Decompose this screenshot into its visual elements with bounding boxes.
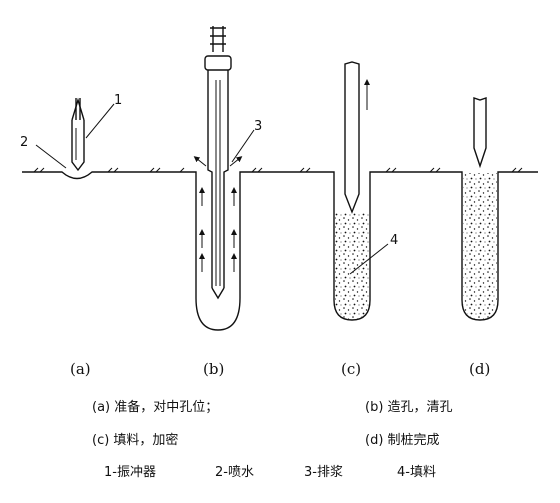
callout-4: 4 <box>390 233 398 248</box>
caption-b: (b) <box>203 360 224 378</box>
leader-line-2 <box>35 144 67 169</box>
panel-b-vibroflot <box>204 26 232 300</box>
legend-item-2: 2-喷水 <box>215 465 254 480</box>
caption-a: (a) <box>70 360 91 378</box>
callout-3: 3 <box>254 119 262 134</box>
legend-item-3: 3-排浆 <box>304 465 343 480</box>
description-d: (d) 制桩完成 <box>365 433 440 448</box>
leader-line-1 <box>85 103 115 139</box>
ground-line <box>22 167 538 331</box>
leader-line-3 <box>231 129 255 163</box>
caption-c: (c) <box>341 360 361 378</box>
legend-item-1: 1-振冲器 <box>104 465 156 480</box>
callout-1: 1 <box>114 93 122 108</box>
legend-item-4: 4-填料 <box>397 465 436 480</box>
panel-b-flow-arrows <box>193 156 243 272</box>
description-c: (c) 填料，加密 <box>92 432 178 448</box>
panel-d-pile <box>463 97 497 319</box>
panel-c-hole <box>335 61 369 319</box>
leader-line-4 <box>349 243 389 275</box>
caption-d: (d) <box>469 360 490 378</box>
description-b: (b) 造孔，清孔 <box>365 400 453 415</box>
panel-a-vibroflot <box>71 97 85 172</box>
callout-2: 2 <box>20 135 28 150</box>
description-a: (a) 准备，对中孔位； <box>92 399 218 415</box>
hose-connector-icon <box>210 26 226 52</box>
